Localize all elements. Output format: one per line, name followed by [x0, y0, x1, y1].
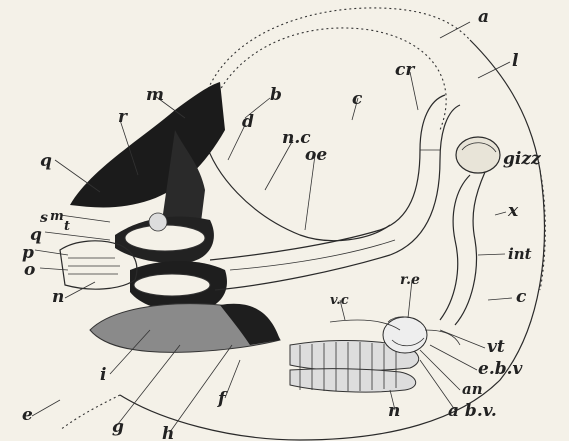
label-vt: vt — [487, 337, 505, 357]
mantle-dark-region — [70, 82, 225, 238]
label-q-upper: q — [40, 151, 52, 171]
label-an: an — [462, 380, 483, 398]
label-c-top: c — [352, 89, 363, 109]
label-ebv: e.b.v — [478, 359, 524, 379]
label-i: i — [100, 365, 106, 385]
label-vc: v.c — [330, 293, 349, 308]
label-b: b — [270, 85, 282, 105]
label-n-bottom: n — [388, 401, 400, 421]
label-m-small: m — [50, 209, 64, 224]
label-x: x — [507, 201, 519, 221]
label-m: m — [146, 85, 164, 105]
label-q-lower: q — [30, 225, 42, 245]
intestine — [440, 172, 485, 325]
label-oe: oe — [305, 145, 327, 165]
label-r: r — [118, 107, 128, 127]
label-n-left: n — [52, 287, 64, 307]
label-c-right: c — [516, 287, 527, 307]
label-o: o — [24, 260, 35, 280]
label-t: t — [64, 219, 70, 234]
label-s: s — [40, 210, 48, 226]
label-cr: cr — [395, 60, 415, 80]
label-g: g — [112, 417, 124, 437]
label-re: r.e — [400, 272, 420, 288]
gizzard — [456, 137, 500, 173]
foot-mass — [90, 304, 280, 353]
label-l: l — [512, 51, 519, 71]
label-e: e — [22, 405, 33, 425]
label-f: f — [217, 389, 228, 409]
figure-labels: a l cr m b c r d n.c oe gizz q x s m t q… — [22, 7, 541, 441]
internal-chambers — [115, 213, 227, 312]
label-abv: a b.v. — [448, 401, 497, 421]
label-a-top: a — [478, 7, 489, 27]
label-int: int — [508, 245, 532, 263]
label-d: d — [242, 112, 254, 132]
snout — [60, 241, 137, 289]
label-gizz: gizz — [503, 149, 541, 169]
label-h: h — [162, 424, 174, 441]
